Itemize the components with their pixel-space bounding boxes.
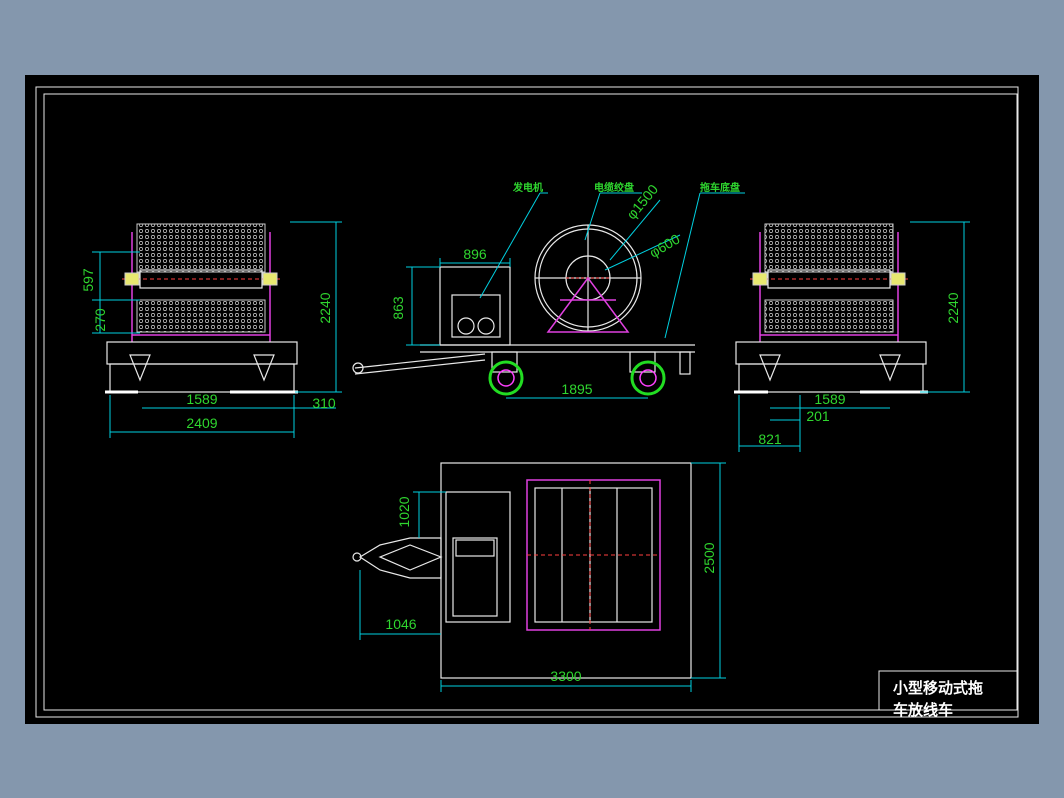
front-wheel-icon (488, 360, 524, 396)
rear-dim-201: 201 (806, 408, 830, 424)
tow-hitch-icon (352, 362, 364, 374)
title-line-1: 小型移动式拖 (893, 679, 984, 697)
top-deck (440, 462, 692, 679)
generator-icon (451, 294, 501, 338)
top-view (352, 462, 726, 692)
top-tow-bar (358, 537, 442, 579)
front-dim-597: 597 (80, 268, 96, 292)
top-generator-icon (452, 537, 498, 617)
front-chassis (106, 341, 298, 365)
rear-dim-2240: 2240 (945, 292, 961, 323)
outer-frame (35, 86, 1019, 718)
trailer-chassis-label: 拖车底盘 (700, 181, 740, 194)
front-dim-310: 310 (312, 395, 336, 411)
tow-bar (354, 353, 486, 369)
top-dim-1046: 1046 (385, 616, 416, 632)
rear-view (734, 221, 970, 452)
side-dia-600: φ600 (646, 231, 682, 261)
rear-dim-1589: 1589 (814, 391, 845, 407)
inner-frame (43, 93, 1018, 711)
front-dim-2240: 2240 (317, 292, 333, 323)
rear-mesh-upper (764, 223, 894, 273)
cad-drawing: 597 270 2240 1589 310 2409 896 863 1895 … (35, 86, 1019, 718)
rear-mesh-lower (764, 299, 894, 333)
top-dim-2500: 2500 (701, 542, 717, 573)
front-dim-270: 270 (92, 308, 108, 332)
top-dim-3300: 3300 (550, 668, 581, 684)
generator-label: 发电机 (512, 181, 543, 194)
side-dim-896: 896 (463, 246, 487, 262)
side-view (352, 192, 745, 399)
side-dim-1895: 1895 (561, 381, 592, 397)
top-dim-1020: 1020 (396, 496, 412, 527)
cable-reel-label: 电缆绞盘 (594, 181, 634, 194)
title-block (878, 670, 1019, 711)
front-dim-1589: 1589 (186, 391, 217, 407)
title-line-2: 车放线车 (893, 701, 954, 719)
front-mesh-lower (136, 299, 266, 333)
reel-stand (546, 276, 630, 333)
drawing-sheet: 597 270 2240 1589 310 2409 896 863 1895 … (25, 75, 1039, 724)
rear-dim-821: 821 (758, 431, 782, 447)
front-mesh-upper (136, 223, 266, 273)
front-view (92, 221, 342, 438)
front-dim-2409: 2409 (186, 415, 217, 431)
rear-wheel-icon (630, 360, 666, 396)
top-generator-bay (445, 491, 511, 623)
side-dim-863: 863 (390, 296, 406, 320)
